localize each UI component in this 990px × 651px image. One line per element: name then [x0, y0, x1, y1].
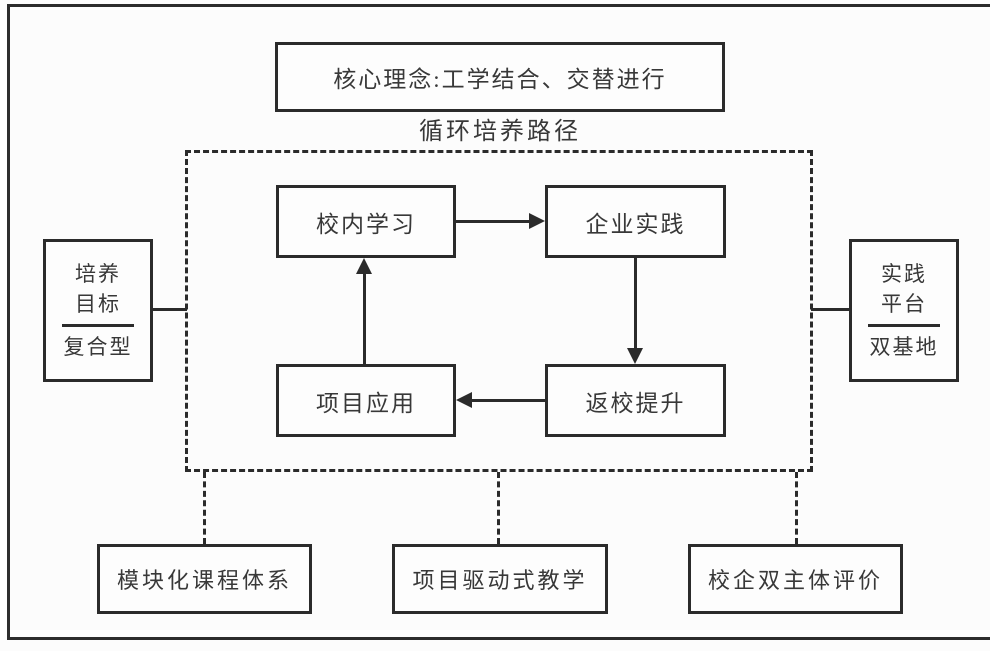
node-return-improvement-label: 返校提升 [585, 390, 686, 416]
core-concept-box: 核心理念:工学结合、交替进行 [275, 42, 725, 112]
right-platform-divider [868, 324, 940, 327]
node-return-improvement: 返校提升 [545, 364, 726, 437]
node-enterprise-practice: 企业实践 [545, 185, 726, 258]
left-goal-line3: 复合型 [63, 335, 133, 359]
connector-bottom-box-3-dashed [795, 472, 798, 544]
bottom-box-project-driven-teaching: 项目驱动式教学 [392, 544, 608, 614]
right-platform-line3: 双基地 [869, 335, 939, 359]
right-platform-line1: 实践 [881, 262, 927, 286]
node-campus-learning-label: 校内学习 [316, 211, 416, 237]
arrow-project-to-campus-head-icon [356, 258, 372, 274]
left-goal-box: 培养 目标 复合型 [43, 239, 153, 382]
bottom-box-dual-subject-evaluation: 校企双主体评价 [688, 544, 903, 614]
outer-border [7, 4, 990, 640]
core-concept-label: 核心理念:工学结合、交替进行 [333, 67, 667, 92]
bottom-box-dual-subject-evaluation-label: 校企双主体评价 [707, 568, 883, 593]
connector-bottom-box-1-dashed [203, 472, 206, 544]
left-goal-divider [62, 324, 134, 327]
node-campus-learning: 校内学习 [276, 185, 456, 258]
bottom-box-modular-curriculum-label: 模块化课程体系 [116, 568, 292, 593]
right-platform-line2: 平台 [881, 292, 927, 316]
left-goal-line2: 目标 [75, 292, 121, 316]
node-project-application-label: 项目应用 [316, 390, 416, 416]
arrow-campus-to-enterprise-line [456, 220, 531, 223]
right-platform-box: 实践 平台 双基地 [849, 239, 959, 382]
cycle-dashed-container [185, 150, 813, 472]
connector-bottom-box-2-dashed [497, 472, 500, 544]
connector-left-box-line [152, 308, 187, 311]
cycle-path-label: 循环培养路径 [419, 119, 581, 145]
arrow-return-to-project-line [470, 399, 545, 402]
arrow-enterprise-to-return-line [634, 258, 637, 350]
arrow-campus-to-enterprise-head-icon [529, 213, 545, 229]
node-project-application: 项目应用 [276, 364, 456, 437]
arrow-project-to-campus-line [363, 274, 366, 364]
bottom-box-modular-curriculum: 模块化课程体系 [97, 544, 312, 614]
node-enterprise-practice-label: 企业实践 [585, 211, 686, 237]
arrow-return-to-project-head-icon [456, 392, 472, 408]
left-goal-line1: 培养 [75, 262, 121, 286]
connector-right-box-line [811, 308, 849, 311]
arrow-enterprise-to-return-head-icon [627, 348, 643, 364]
bottom-box-project-driven-teaching-label: 项目驱动式教学 [412, 568, 588, 593]
